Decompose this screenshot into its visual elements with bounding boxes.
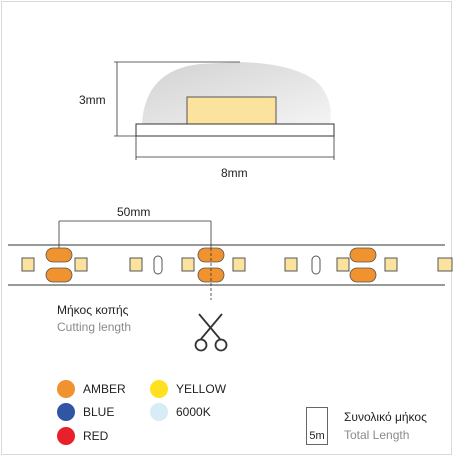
strip-chips	[21, 257, 453, 272]
led-chip-profile	[186, 96, 277, 125]
led-chip	[181, 257, 195, 272]
solder-pad-top	[349, 247, 377, 263]
total-length-label-en: Total Length	[344, 428, 410, 442]
legend-dot-6000k	[150, 403, 168, 421]
legend-item-yellow: YELLOW	[150, 380, 226, 398]
total-length-label-gr: Συνολικό μήκος	[344, 410, 427, 424]
legend-item-6000k: 6000K	[150, 403, 211, 421]
legend-item-red: RED	[57, 427, 108, 445]
legend-dot-red	[57, 427, 75, 445]
cutting-length-label-en: Cutting length	[57, 320, 132, 334]
resistor	[311, 255, 321, 275]
led-chip	[336, 257, 350, 272]
solder-pad-bottom	[45, 267, 73, 283]
legend-label-blue: BLUE	[83, 405, 115, 419]
led-strip	[8, 244, 453, 300]
profile-height-label: 3mm	[79, 93, 106, 107]
solder-pad-bottom	[349, 267, 377, 283]
strip-resistors	[153, 255, 321, 275]
led-chip	[384, 257, 398, 272]
legend-dot-blue	[57, 403, 75, 421]
cross-section-profile	[114, 61, 335, 160]
solder-pad-top	[45, 247, 73, 263]
cut-spacing-label: 50mm	[117, 205, 151, 219]
scissors-icon	[194, 313, 228, 352]
pcb-base	[135, 123, 335, 137]
resistor	[153, 255, 163, 275]
legend-label-amber: AMBER	[83, 382, 126, 396]
legend-dot-amber	[57, 380, 75, 398]
legend-item-amber: AMBER	[57, 380, 126, 398]
led-chip	[284, 257, 298, 272]
legend-label-red: RED	[83, 429, 109, 443]
cut-spacing-dimension	[58, 220, 212, 248]
led-chip	[232, 257, 246, 272]
reel-box: 5m	[306, 407, 328, 445]
led-chip	[129, 257, 143, 272]
legend-label-yellow: YELLOW	[176, 382, 227, 396]
led-chip	[74, 257, 88, 272]
led-chip	[21, 257, 35, 272]
reel-length: 5m	[309, 430, 325, 442]
legend-label-6000k: 6000K	[176, 405, 211, 419]
cutting-length-label-gr: Μήκος κοπής	[57, 303, 129, 317]
profile-width-label: 8mm	[221, 166, 248, 180]
led-chip	[437, 257, 453, 272]
legend-dot-yellow	[150, 380, 168, 398]
legend-item-blue: BLUE	[57, 403, 114, 421]
